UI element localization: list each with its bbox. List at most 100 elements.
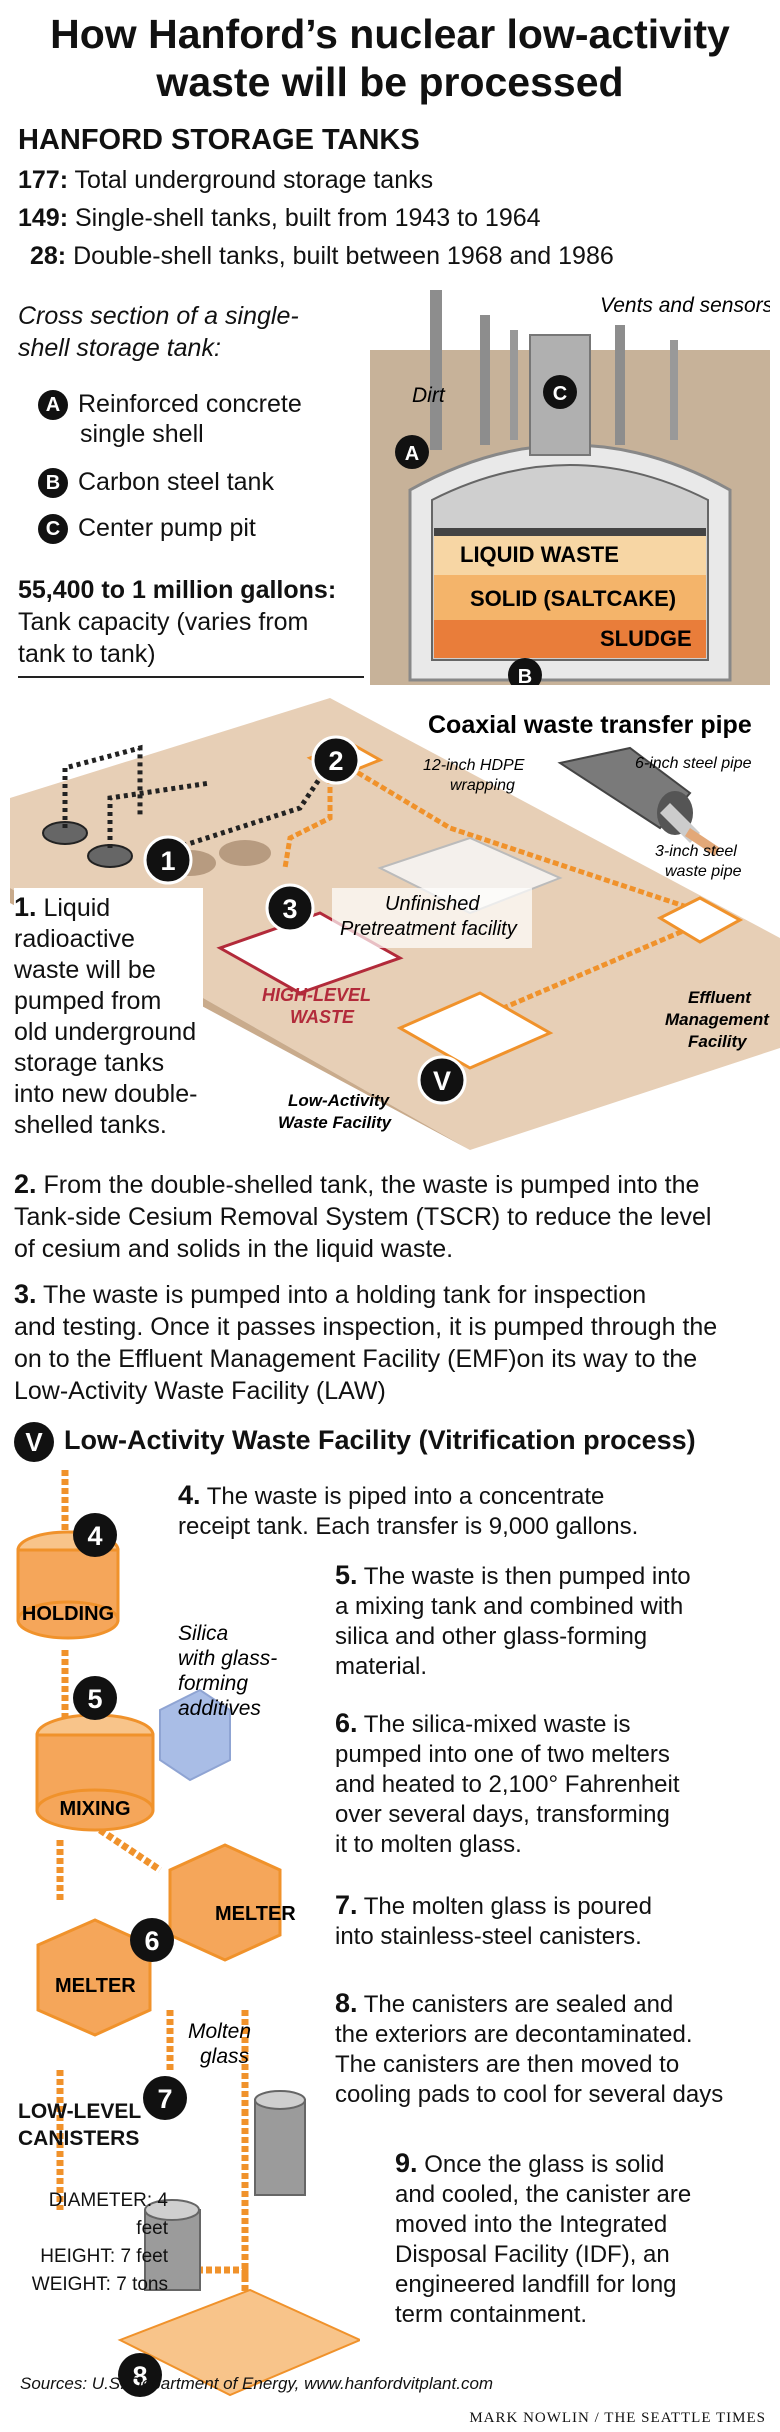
- effluent-line-2: Management: [665, 1010, 770, 1029]
- marker-1-circle: [143, 835, 193, 885]
- sources: Sources: U.S. Department of Energy, www.…: [20, 2374, 494, 2393]
- marker-b-text: B: [518, 666, 532, 685]
- canister-right: [254, 2099, 306, 2196]
- vitrification-diagram: HOLDING MIXING MELTER MELTER Silica with…: [16, 1470, 360, 2397]
- capacity-block: 55,400 to 1 million gallons: Tank capaci…: [18, 574, 336, 670]
- old-tank: [87, 844, 133, 868]
- step-5-line: silica and other glass-forming: [335, 1623, 648, 1650]
- marker-3-text: 3: [282, 894, 297, 924]
- marker-v-circle: [417, 1055, 467, 1105]
- cooling-pad: [117, 2288, 360, 2397]
- marker-8-circle: [118, 2353, 162, 2397]
- legend-b-line1: Carbon steel tank: [78, 468, 274, 496]
- step-2-line: of cesium and solids in the liquid waste…: [14, 1235, 454, 1263]
- waste-surface: [434, 528, 706, 536]
- effluent-line-3: Facility: [688, 1032, 748, 1051]
- effluent-line-1: Effluent: [688, 988, 752, 1007]
- page-title: How Hanford’s nuclear low-activity waste…: [0, 10, 780, 106]
- step-3-line: and testing. Once it passes inspection, …: [14, 1313, 718, 1341]
- marker-7-text: 7: [157, 2084, 172, 2114]
- credit: MARK NOWLIN / THE SEATTLE TIMES: [469, 2410, 766, 2426]
- silica-cube: [159, 1688, 231, 1782]
- step-1-line: storage tanks: [14, 1049, 165, 1077]
- stat-total-text: Total underground storage tanks: [68, 166, 434, 194]
- caption-line-2: shell storage tank:: [18, 334, 221, 362]
- legend-a-line2: single shell: [80, 420, 204, 449]
- caption-line-1: Cross section of a single-: [18, 302, 299, 330]
- stat-double-text: Double-shell tanks, built between 1968 a…: [66, 242, 614, 270]
- spec-diameter: DIAMETER: 4 feet: [48, 2190, 168, 2239]
- molten-line-2: glass: [200, 2045, 250, 2068]
- holding-label: HOLDING: [22, 1603, 114, 1625]
- marker-4-text: 4: [87, 1521, 102, 1551]
- stat-single-text: Single-shell tanks, built from 1943 to 1…: [68, 204, 541, 232]
- sludge-label: SLUDGE: [600, 626, 692, 651]
- step-1-line: radioactive: [14, 925, 135, 953]
- step-9-line: and cooled, the canister are: [395, 2181, 692, 2208]
- center-pump-pit-upper: [529, 334, 591, 456]
- vent-pipe: [430, 290, 442, 450]
- step-2-line: Tank-side Cesium Removal System (TSCR) t…: [14, 1203, 712, 1231]
- pretreatment-line-2: Pretreatment facility: [340, 918, 518, 940]
- step-8-line: cooling pads to cool for several days: [335, 2081, 724, 2108]
- step-3-line: The waste is pumped into a holding tank …: [36, 1281, 647, 1309]
- step-5-line: a mixing tank and combined with: [335, 1593, 684, 1620]
- step-4-line: receipt tank. Each transfer is 9,000 gal…: [178, 1513, 639, 1540]
- marker-7-circle: [143, 2076, 187, 2120]
- step-7-num: 7.: [335, 1890, 358, 1920]
- stat-double-shell: 28: Double-shell tanks, built between 19…: [30, 242, 614, 271]
- marker-2-circle: [311, 735, 361, 785]
- step-8-line: The canisters are then moved to: [335, 2051, 680, 2078]
- canisters-line-2: CANISTERS: [18, 2127, 140, 2150]
- vent-pipe: [670, 340, 678, 440]
- saltcake-label: SOLID (SALTCAKE): [470, 586, 676, 611]
- tank-cross-section: Vents and sensors Dirt LIQUID WASTE SOLI…: [370, 290, 770, 685]
- marker-v-text: V: [433, 1066, 451, 1096]
- step-3-num: 3.: [14, 1279, 37, 1309]
- marker-6-text: 6: [144, 1926, 159, 1956]
- spec-weight: WEIGHT: 7 tons: [31, 2274, 168, 2295]
- marker-b-circle: [508, 658, 542, 685]
- step-9-line: term containment.: [395, 2301, 588, 2328]
- holding-tank-base: [16, 1600, 120, 1640]
- marker-6-circle: [130, 1918, 174, 1962]
- step-4-num: 4.: [178, 1480, 201, 1510]
- pipe-heading: Coaxial waste transfer pipe: [428, 711, 752, 739]
- step-2-line: From the double-shelled tank, the waste …: [36, 1171, 700, 1199]
- step-9-num: 9.: [395, 2148, 418, 2178]
- step-8: 8. The canisters are sealed and the exte…: [335, 1988, 723, 2110]
- step-1-line: shelled tanks.: [14, 1111, 167, 1139]
- step-5: 5. The waste is then pumped into a mixin…: [335, 1560, 691, 1682]
- vent-pipe: [510, 330, 518, 440]
- hlw-line-1: HIGH-LEVEL: [262, 985, 371, 1005]
- dirt-label: Dirt: [412, 384, 446, 407]
- step-4-line: The waste is piped into a concentrate: [200, 1483, 605, 1510]
- old-tank: [42, 821, 88, 845]
- step-6: 6. The silica-mixed waste is pumped into…: [335, 1708, 680, 1860]
- stat-total-num: 177:: [18, 166, 69, 194]
- step-7-line: The molten glass is poured: [357, 1893, 652, 1920]
- molten-line-1: Molten: [188, 2020, 251, 2043]
- new-tank: [219, 840, 271, 866]
- marker-4-circle: [73, 1513, 117, 1557]
- title-line-2: waste will be processed: [156, 59, 624, 105]
- melter-right-label: MELTER: [215, 1903, 296, 1925]
- step-6-line: The silica-mixed waste is: [357, 1711, 631, 1738]
- canister-low-top: [144, 2199, 200, 2221]
- liquid-waste-layer: [434, 535, 706, 575]
- step-8-line: the exteriors are decontaminated.: [335, 2021, 693, 2048]
- step-3-line: Low-Activity Waste Facility (LAW): [14, 1377, 386, 1405]
- steel-3-line-2: waste pipe: [665, 863, 742, 880]
- spec-height: HEIGHT: 7 feet: [40, 2246, 168, 2267]
- step-1-line: old underground: [14, 1018, 197, 1046]
- step-1-line: into new double-: [14, 1080, 198, 1108]
- steel-6-label: 6-inch steel pipe: [635, 755, 752, 772]
- canisters-line-1: LOW-LEVEL: [18, 2100, 142, 2123]
- marker-c-circle: [543, 375, 577, 409]
- marker-c: C: [38, 514, 68, 545]
- step-5-num: 5.: [335, 1560, 358, 1590]
- step-3-line: on to the Effluent Management Facility (…: [14, 1345, 698, 1373]
